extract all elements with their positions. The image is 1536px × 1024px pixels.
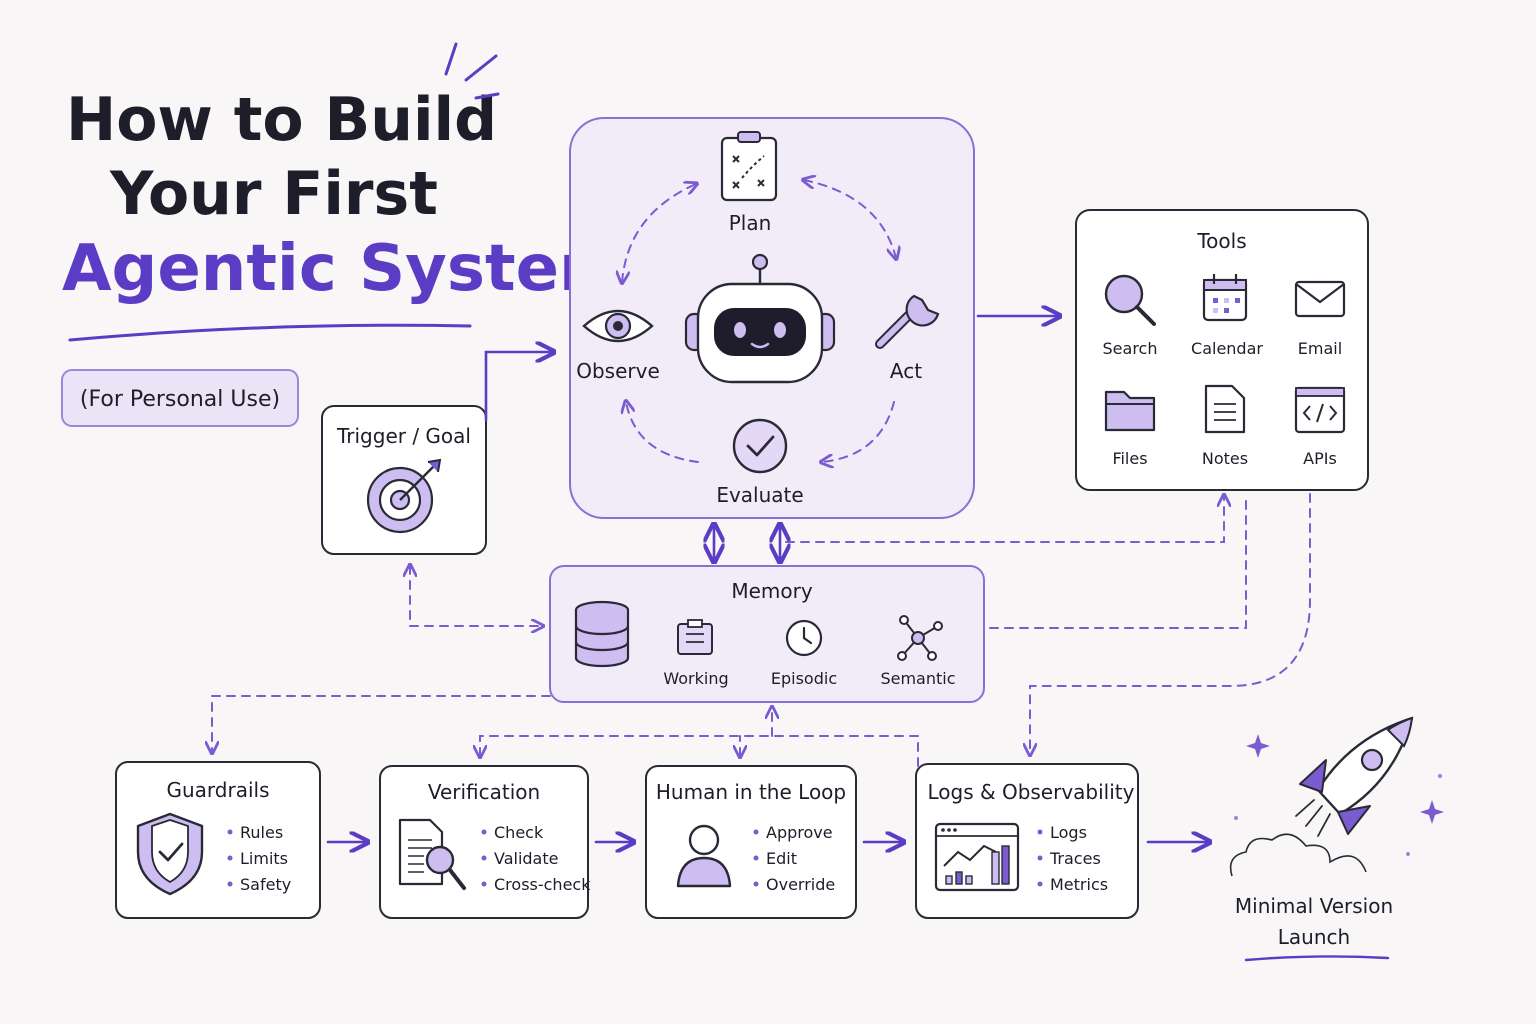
- tool-files-label: Files: [1112, 449, 1147, 468]
- observe-label: Observe: [576, 359, 660, 383]
- tool-calendar-label: Calendar: [1191, 339, 1263, 358]
- evaluate-observe-arrow: [626, 402, 699, 463]
- eye-icon: [582, 309, 654, 343]
- plan-label: Plan: [729, 211, 772, 235]
- tools-logs-dashed-arrow: [1030, 493, 1311, 754]
- trigger-goal-box: Trigger / Goal: [321, 405, 487, 555]
- title-line-1: How to Build: [66, 85, 497, 155]
- verification-title: Verification: [428, 780, 540, 804]
- title-underline: [68, 323, 472, 342]
- trigger-memory-dashed-arrow: [410, 566, 542, 626]
- wrench-icon: [875, 294, 940, 349]
- folder-icon: [1104, 390, 1156, 432]
- calendar-icon: [1202, 274, 1248, 322]
- observe-node: Observe: [576, 309, 660, 383]
- evaluate-label: Evaluate: [716, 483, 803, 507]
- email-icon: [1294, 280, 1346, 318]
- memory-episodic-label: Episodic: [771, 669, 837, 688]
- tool-notes-label: Notes: [1202, 449, 1248, 468]
- dashboard-chart-icon: [934, 822, 1020, 892]
- notes-icon: [1204, 384, 1246, 434]
- working-memory-icon: [677, 619, 713, 655]
- robot-agent-icon: [684, 253, 836, 384]
- verification-bullet-1: Check: [494, 823, 544, 842]
- memory-box: Memory Working Episodic Semantic: [549, 565, 985, 703]
- tool-search-label: Search: [1103, 339, 1158, 358]
- human-title: Human in the Loop: [656, 780, 846, 804]
- plan-act-arrow: [804, 180, 896, 258]
- guardrails-title: Guardrails: [166, 778, 269, 802]
- human-bullet-2: Edit: [766, 849, 797, 868]
- database-icon: [574, 600, 630, 668]
- subtitle-text: (For Personal Use): [80, 387, 280, 412]
- verification-bullet-2: Validate: [494, 849, 558, 868]
- trigger-label: Trigger / Goal: [336, 424, 471, 448]
- human-in-the-loop-box: Human in the Loop Approve Edit Override: [645, 765, 857, 919]
- logs-bullet-3: Metrics: [1050, 875, 1108, 894]
- verification-logs-dashed-line: [480, 735, 919, 769]
- network-graph-icon: [897, 615, 943, 661]
- guardrails-box: Guardrails Rules Limits Safety: [115, 761, 321, 919]
- search-icon: [1104, 274, 1156, 326]
- guardrails-bullet-1: Rules: [240, 823, 283, 842]
- document-magnifier-icon: [398, 818, 466, 890]
- clock-icon: [785, 619, 823, 657]
- sparkle-strokes-icon: [444, 42, 500, 100]
- launch-line-1: Minimal Version: [1235, 894, 1393, 918]
- human-bullet-3: Override: [766, 875, 835, 894]
- shield-icon: [136, 812, 204, 896]
- cloud-icon: [1229, 833, 1367, 877]
- launch-line-2: Launch: [1278, 925, 1350, 949]
- human-bullet-1: Approve: [766, 823, 833, 842]
- logs-observability-box: Logs & Observability Logs Traces Metrics: [915, 763, 1139, 919]
- logs-title: Logs & Observability: [928, 780, 1135, 804]
- trigger-to-agent-arrow: [484, 352, 552, 422]
- logs-bullet-2: Traces: [1049, 849, 1101, 868]
- act-evaluate-arrow: [822, 401, 895, 462]
- tools-title: Tools: [1196, 229, 1246, 253]
- checkmark-circle-icon: [732, 418, 788, 474]
- code-window-icon: [1294, 386, 1346, 434]
- sparkle-icon: [1234, 734, 1444, 856]
- guardrails-bullet-3: Safety: [240, 875, 291, 894]
- guardrails-bullet-2: Limits: [240, 849, 288, 868]
- act-label: Act: [890, 359, 922, 383]
- memory-guardrails-dashed-arrow: [212, 695, 551, 752]
- observe-plan-arrow: [622, 184, 696, 282]
- tool-apis-label: APIs: [1303, 449, 1337, 468]
- act-node: Act: [875, 294, 940, 383]
- tools-box: Tools Search Calendar Email Files: [1075, 209, 1369, 491]
- clipboard-plan-icon: [720, 131, 778, 202]
- rocket-icon: [1295, 716, 1414, 837]
- title-line-2: Your First: [109, 159, 438, 229]
- evaluate-node: Evaluate: [716, 418, 804, 507]
- person-icon: [676, 824, 732, 888]
- launch-underline: [1244, 955, 1390, 962]
- logs-bullet-1: Logs: [1050, 823, 1087, 842]
- title-block: How to Build Your First Agentic System: [62, 42, 626, 342]
- tool-email-label: Email: [1298, 339, 1342, 358]
- memory-working-label: Working: [663, 669, 728, 688]
- subtitle-pill: (For Personal Use): [61, 369, 299, 427]
- title-line-3: Agentic System: [62, 232, 626, 306]
- plan-node: Plan: [720, 131, 778, 235]
- verification-box: Verification Check Validate Cross-check: [379, 765, 591, 919]
- verification-bullet-3: Cross-check: [494, 875, 591, 894]
- memory-semantic-label: Semantic: [880, 669, 955, 688]
- launch-section: Minimal Version Launch: [1229, 716, 1444, 962]
- target-icon: [366, 458, 442, 534]
- memory-tools-dashed-arrow: [785, 496, 1224, 543]
- agent-loop-panel: Plan Observe Act Evalua: [569, 117, 975, 519]
- memory-tools-dashed-line: [989, 493, 1247, 629]
- memory-title: Memory: [731, 579, 813, 603]
